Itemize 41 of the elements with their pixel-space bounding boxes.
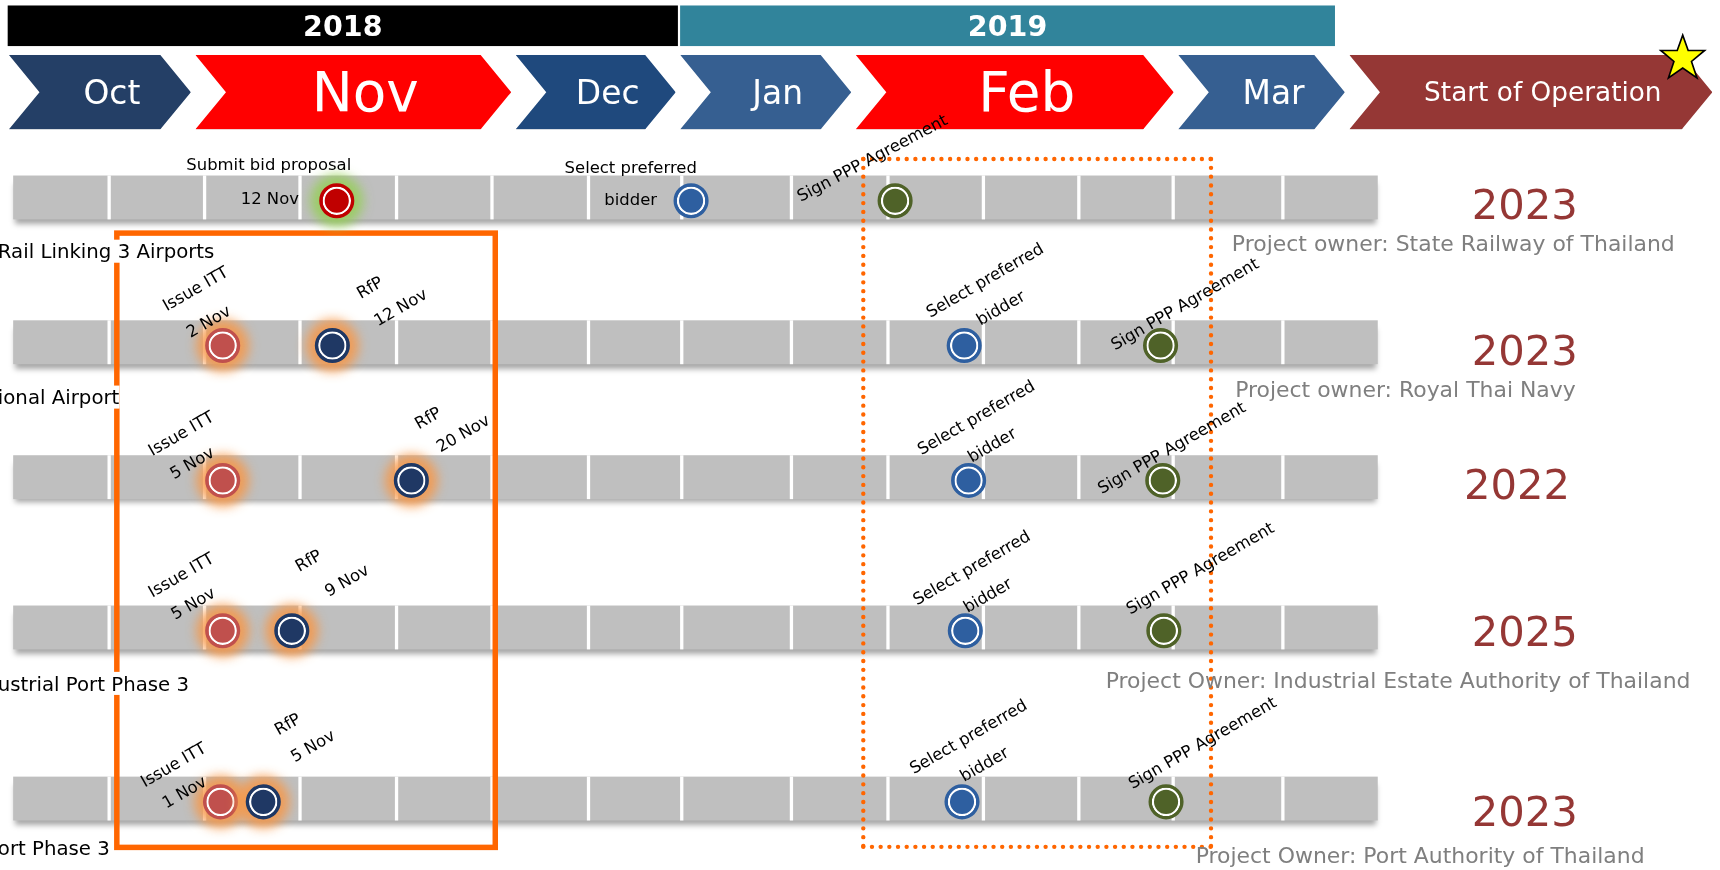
completion-year: 2022 xyxy=(1464,460,1571,509)
milestone-marker xyxy=(947,613,983,649)
completion-year: 2023 xyxy=(1471,787,1578,836)
milestone-marker xyxy=(1146,613,1182,649)
project-owner-text: Project Owner: Port Authority of Thailand xyxy=(1195,842,1645,869)
completion-year: 2023 xyxy=(1471,326,1578,376)
milestone-label: RfP xyxy=(410,401,445,434)
milestone-marker xyxy=(319,183,355,219)
milestone-marker xyxy=(245,784,281,820)
year-band: 2018 xyxy=(7,5,678,47)
year-band: 2019 xyxy=(680,5,1335,47)
milestone-label: Select preferred bidder xyxy=(563,156,698,211)
milestone-label: RfP xyxy=(269,707,305,740)
milestone-marker xyxy=(951,462,987,498)
milestone-marker xyxy=(205,328,241,364)
milestone-marker xyxy=(946,328,982,364)
month-banner: Mar xyxy=(1178,54,1345,130)
milestone-label: RfP xyxy=(352,271,388,305)
milestone-label: 12 Nov xyxy=(240,187,299,211)
project-name: Rail Linking 3 Airports xyxy=(0,239,215,263)
milestone-marker xyxy=(314,328,350,364)
completion-year: 2025 xyxy=(1471,607,1578,656)
month-banner: Oct xyxy=(8,54,191,130)
month-banner: Start of Operation xyxy=(1349,54,1713,130)
month-banner: Nov xyxy=(195,54,512,130)
month-banner: Dec xyxy=(515,54,676,130)
milestone-marker xyxy=(944,784,980,820)
milestone-marker xyxy=(673,183,709,219)
completion-year: 2023 xyxy=(1471,181,1578,230)
milestone-marker xyxy=(274,613,310,649)
milestone-marker xyxy=(877,183,913,219)
milestone-marker xyxy=(205,613,241,649)
month-banner: Jan xyxy=(680,54,852,130)
milestone-label: Submit bid proposal xyxy=(186,153,352,177)
project-name: ional Airport xyxy=(0,385,120,409)
project-owner-text: Project Owner: Industrial Estate Authority of Thailand xyxy=(1105,666,1691,694)
project-name: ustrial Port Phase 3 xyxy=(0,671,190,695)
project-owner-text: Project owner: State Railway of Thailand xyxy=(1231,230,1675,257)
milestone-marker xyxy=(393,462,429,498)
milestone-marker xyxy=(1143,328,1179,364)
project-owner-text: Project owner: Royal Thai Navy xyxy=(1235,376,1576,403)
